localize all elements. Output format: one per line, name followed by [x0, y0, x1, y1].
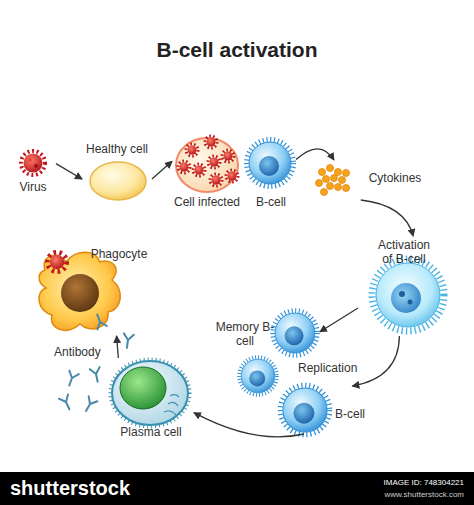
virus-illustration	[21, 151, 45, 175]
footer-bar	[0, 472, 474, 505]
cell-label: Cytokines	[362, 171, 428, 185]
cell-label: Virus	[10, 180, 56, 194]
phagocyte-illustration	[61, 274, 99, 312]
cytokines-illustration	[327, 165, 334, 172]
infected-cell-illustration	[222, 150, 234, 162]
antibody-illustration	[82, 396, 98, 413]
antibody-illustration	[122, 333, 134, 348]
infected-cell-illustration	[208, 156, 220, 168]
memory-b-cell-illustration	[273, 311, 318, 356]
activated-b-cell-illustration	[372, 259, 444, 331]
cell-label: Plasma cell	[108, 425, 194, 439]
cytokines-illustration	[343, 185, 350, 192]
watermark-url: www.shutterstock.com	[312, 490, 464, 499]
cytokines-illustration	[316, 165, 350, 196]
step-label: Replication	[298, 362, 357, 376]
b-cell-illustration	[247, 140, 294, 187]
cell-label: Healthy cell	[82, 142, 152, 156]
cell-label: Memory B-cell	[214, 320, 276, 348]
activated-b-cell-node: Activation of B-cell	[358, 236, 450, 336]
activated-b-cell-illustration	[391, 283, 421, 313]
plasma-cell-illustration	[120, 367, 166, 409]
antibody-illustration	[93, 313, 107, 330]
flow-arrow	[320, 308, 358, 332]
plasma-cell-illustration	[112, 361, 188, 425]
plasma-cell-illustration	[164, 395, 179, 415]
healthy-cell-node: Healthy cell	[82, 140, 152, 202]
antibody-illustration	[65, 371, 79, 388]
replicating-b-cell-illustration	[239, 357, 277, 395]
infected-cell-illustration	[193, 164, 205, 176]
infected-cell-illustration	[186, 144, 198, 156]
diagram-title: B-cell activation	[0, 38, 474, 62]
infected-cell-illustration	[226, 170, 238, 182]
replicating-b-cell-illustration	[239, 357, 277, 395]
activated-b-cell-illustration	[399, 291, 405, 297]
virus-illustration	[24, 154, 43, 173]
infected-cell-illustration	[176, 138, 238, 192]
cytokines-illustration	[327, 183, 334, 190]
b-cell-node: B-cell	[282, 386, 370, 434]
phagocyte-illustration	[39, 252, 120, 330]
image-id: IMAGE ID: 748304221	[312, 478, 464, 487]
activated-b-cell-illustration	[372, 259, 444, 331]
cell-label: Phagocyte	[86, 247, 152, 261]
infected-cell-illustration	[210, 174, 222, 186]
flow-arrow	[56, 164, 82, 179]
phagocyte-illustration	[39, 252, 120, 330]
phagocyte-node: Phagocyte	[34, 246, 152, 336]
infected-cell-illustration	[205, 136, 217, 148]
flow-arrow	[296, 149, 334, 160]
cytokines-illustration	[343, 170, 350, 177]
flow-arrow	[117, 336, 119, 358]
phagocyte-illustration	[47, 252, 66, 271]
cell-label: Cell infected	[172, 195, 242, 209]
cytokines-node: Cytokines	[316, 160, 428, 200]
plasma-cell-node: Plasma cell	[108, 358, 194, 442]
plasma-cell-illustration	[110, 359, 190, 427]
virus-illustration	[34, 164, 38, 168]
antibody-illustration	[59, 394, 74, 411]
flow-arrow	[352, 336, 399, 386]
activated-b-cell-illustration	[408, 300, 413, 305]
cytokines-illustration	[323, 176, 330, 183]
infected-cell-illustration	[178, 161, 190, 173]
cell-label: Activation of B-cell	[372, 238, 436, 266]
virus-illustration	[28, 158, 32, 162]
healthy-cell-illustration	[90, 162, 146, 200]
footer-bar	[0, 472, 474, 505]
infected-cell-illustration	[176, 136, 238, 192]
antibody-illustration	[59, 313, 134, 414]
flow-arrow	[152, 161, 172, 179]
infected-cell-node: Cell infected	[172, 134, 242, 212]
part-label: Antibody	[54, 346, 101, 360]
virus-node: Virus	[10, 148, 56, 200]
memory-b-cell-illustration	[273, 311, 318, 356]
activated-b-cell-illustration	[376, 263, 440, 327]
cytokines-illustration	[316, 180, 323, 187]
cytokines-illustration	[331, 175, 338, 182]
cytokines-illustration	[321, 189, 328, 196]
flow-arrow	[361, 200, 413, 236]
watermark-logo: shutterstock	[10, 477, 130, 500]
antibody-illustration	[90, 367, 103, 383]
cell-label: B-cell	[246, 195, 296, 209]
cytokines-illustration	[319, 169, 326, 176]
plasma-cell-illustration	[110, 359, 190, 427]
cell-label: B-cell	[330, 407, 370, 421]
healthy-cell-illustration	[90, 162, 146, 200]
virus-illustration	[21, 151, 45, 175]
cytokines-illustration	[335, 184, 342, 191]
cytokines-illustration	[339, 177, 346, 184]
b-cell-node: B-cell	[246, 138, 296, 210]
b-cell-illustration	[280, 385, 329, 434]
b-cell-illustration	[280, 385, 329, 434]
b-cell-illustration	[247, 140, 294, 187]
flow-arrow	[194, 413, 304, 437]
memory-b-cell-node: Memory B-cell	[214, 312, 320, 356]
